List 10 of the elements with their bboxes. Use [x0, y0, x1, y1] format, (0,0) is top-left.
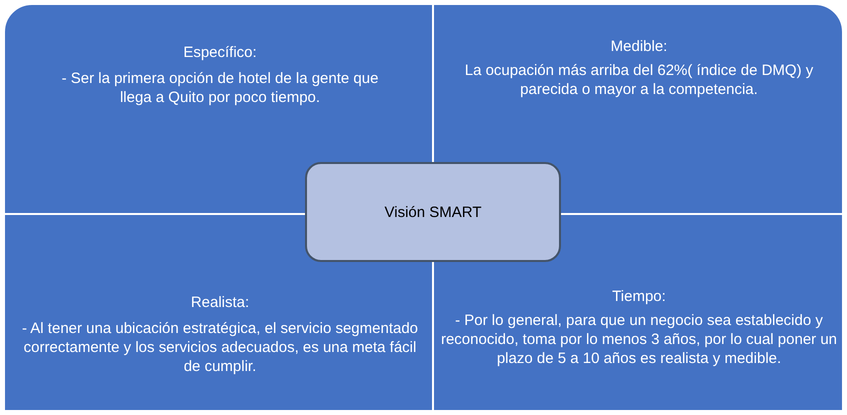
quadrant-heading: Medible: [610, 37, 668, 56]
quadrant-heading: Específico: [182, 43, 258, 62]
quadrant-heading: Realista: [190, 293, 250, 312]
center-box [305, 162, 561, 262]
quadrant-text: - Por lo general, para que un negocio sea establecido y reconocido, toma por lo menos 3 años, por lo cual poner un plazo de 5 a 10 años es realista y medible. [440, 311, 838, 368]
quadrant-text: - Al tener una ubicación estratégica, el servicio segmentado correctamente y los servicios adecuados, es una meta fácil de cumplir. [20, 319, 420, 376]
quadrant-heading: Tiempo: [611, 287, 667, 306]
quadrant-text: La ocupación más arriba del 62%( índice de DMQ) y parecida o mayor a la competencia. [464, 61, 814, 99]
quadrant-text: - Ser la primera opción de hotel de la gente que llega a Quito por poco tiempo. [60, 69, 380, 107]
center-label: Visión SMART [384, 204, 482, 220]
